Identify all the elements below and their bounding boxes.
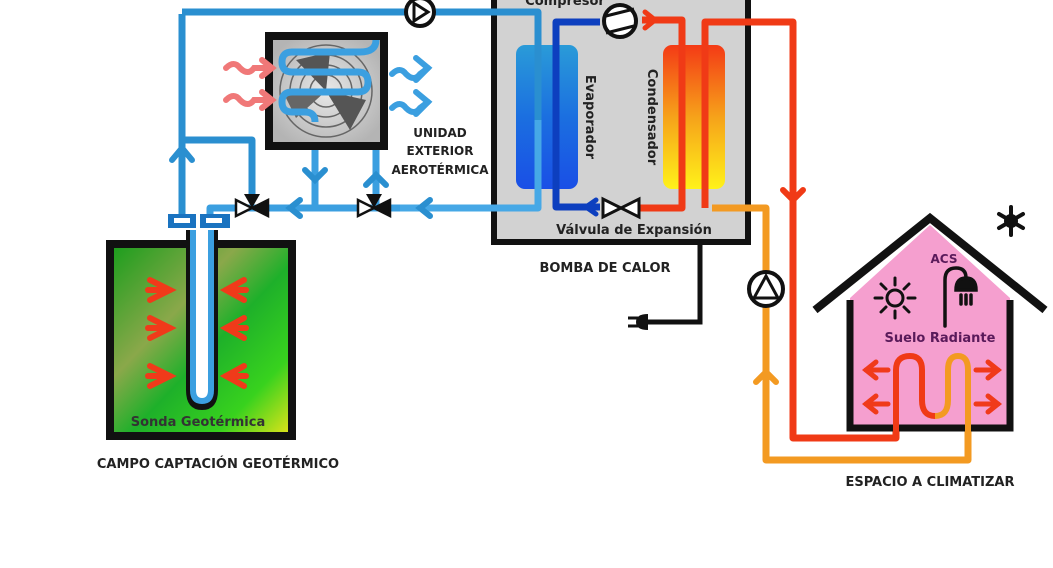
underfloor-heating-label: Suelo Radiante bbox=[885, 331, 996, 346]
compressor-icon bbox=[602, 3, 638, 39]
sun-icon bbox=[873, 276, 917, 320]
conditioned-space-label: ESPACIO A CLIMATIZAR bbox=[845, 475, 1014, 490]
acs-label: ACS bbox=[931, 252, 958, 266]
flow-arrow-supply bbox=[780, 187, 806, 205]
compressor-label: Compresor bbox=[525, 0, 605, 9]
condenser bbox=[663, 45, 725, 189]
refrigerant-cold-line bbox=[552, 18, 600, 211]
outdoor-unit bbox=[223, 32, 433, 150]
pump-icon-right bbox=[747, 270, 785, 308]
floor-heat-arrows bbox=[861, 359, 1003, 415]
evaporator bbox=[516, 45, 578, 189]
shower-icon bbox=[943, 266, 978, 328]
flow-arrow-hot bbox=[642, 9, 660, 31]
pump-icon-top bbox=[404, 0, 436, 28]
outdoor-unit-label-3: AEROTÉRMICA bbox=[391, 162, 489, 177]
geothermal-field-label: CAMPO CAPTACIÓN GEOTÉRMICO bbox=[97, 456, 339, 472]
snowflake-icon bbox=[997, 205, 1025, 237]
ground-heat-arrows bbox=[145, 277, 249, 389]
refrigerant-hot-line bbox=[640, 16, 686, 212]
cool-air-out-arrows bbox=[389, 55, 433, 117]
outdoor-unit-label-1: UNIDAD bbox=[413, 126, 467, 140]
underfloor-heating-loop bbox=[893, 353, 971, 460]
three-way-valve-right bbox=[356, 194, 392, 219]
condenser-label: Condensador bbox=[644, 69, 659, 166]
flow-arrow-return bbox=[753, 367, 779, 385]
outdoor-unit-label-2: EXTERIOR bbox=[407, 144, 474, 158]
house bbox=[812, 212, 1048, 432]
geothermal-field: Sonda Geotérmica bbox=[106, 214, 296, 440]
evaporator-label: Evaporador bbox=[582, 75, 597, 160]
flow-arrows-cold bbox=[169, 143, 433, 219]
flow-arrow-refrigerant bbox=[581, 197, 599, 217]
warm-air-in-arrows bbox=[223, 57, 277, 111]
expansion-valve-label: Válvula de Expansión bbox=[556, 223, 712, 238]
power-cable bbox=[648, 242, 703, 325]
plug-icon bbox=[628, 314, 648, 330]
valve-icon bbox=[601, 196, 641, 220]
geothermal-probe-label: Sonda Geotérmica bbox=[131, 415, 266, 430]
heat-pump-label: BOMBA DE CALOR bbox=[539, 261, 670, 276]
three-way-valve-left bbox=[234, 194, 270, 219]
